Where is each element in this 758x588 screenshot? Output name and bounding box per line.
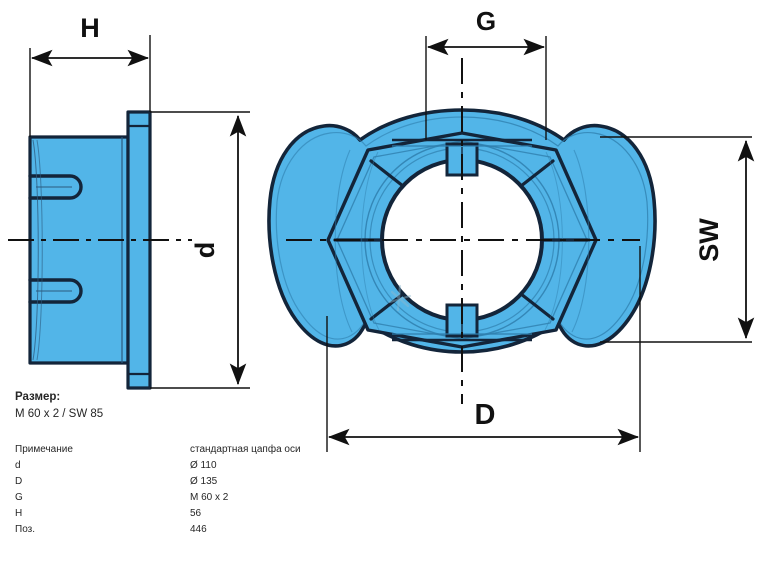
watermark-mark	[388, 284, 412, 312]
side-view-body	[28, 135, 130, 365]
table-row-value: 56	[190, 508, 202, 519]
table-row: H 56	[15, 508, 202, 519]
dimension-H: H	[29, 13, 151, 137]
table-row: Примечание стандартная цапфа оси	[15, 443, 301, 455]
table-row-key: H	[15, 508, 22, 519]
dimension-label-d: d	[190, 242, 220, 259]
spec-title: Размер:	[15, 391, 60, 403]
side-view	[8, 110, 192, 390]
dimension-D: D	[326, 246, 641, 452]
table-row-value: M 60 x 2	[190, 492, 229, 503]
spec-value: M 60 x 2 / SW 85	[15, 408, 103, 420]
table-row: G M 60 x 2	[15, 492, 229, 503]
table-row-value: Ø 135	[190, 476, 218, 487]
dimension-label-H: H	[80, 13, 100, 43]
table-row-value: стандартная цапфа оси	[190, 443, 301, 455]
table-row-value: Ø 110	[190, 460, 217, 471]
dimension-label-SW: SW	[694, 218, 724, 262]
table-row: D Ø 135	[15, 476, 218, 487]
side-view-wall-curve-1	[32, 139, 39, 361]
table-row-key: D	[15, 476, 22, 487]
dimension-SW: SW	[600, 136, 755, 343]
side-view-flange	[126, 110, 152, 390]
table-row: Поз. 446	[15, 524, 207, 535]
table-row-value: 446	[190, 524, 207, 535]
dimension-label-D: D	[475, 399, 496, 431]
table-row-key: Примечание	[15, 444, 73, 455]
dimension-G: G	[425, 6, 547, 140]
table-row-key: Поз.	[15, 524, 35, 535]
table-row: d Ø 110	[15, 460, 217, 471]
side-view-slot-lower	[28, 278, 83, 304]
table-row-key: G	[15, 492, 23, 503]
side-view-slot-upper	[28, 174, 83, 200]
spec-block: Размер: M 60 x 2 / SW 85	[15, 391, 103, 420]
parameter-table: Примечание стандартная цапфа оси d Ø 110…	[15, 443, 301, 535]
front-view	[267, 58, 657, 404]
side-view-wall-curve-2	[36, 139, 43, 361]
dimension-d: d	[150, 111, 250, 389]
dimension-label-G: G	[476, 6, 496, 36]
table-row-key: d	[15, 460, 21, 471]
